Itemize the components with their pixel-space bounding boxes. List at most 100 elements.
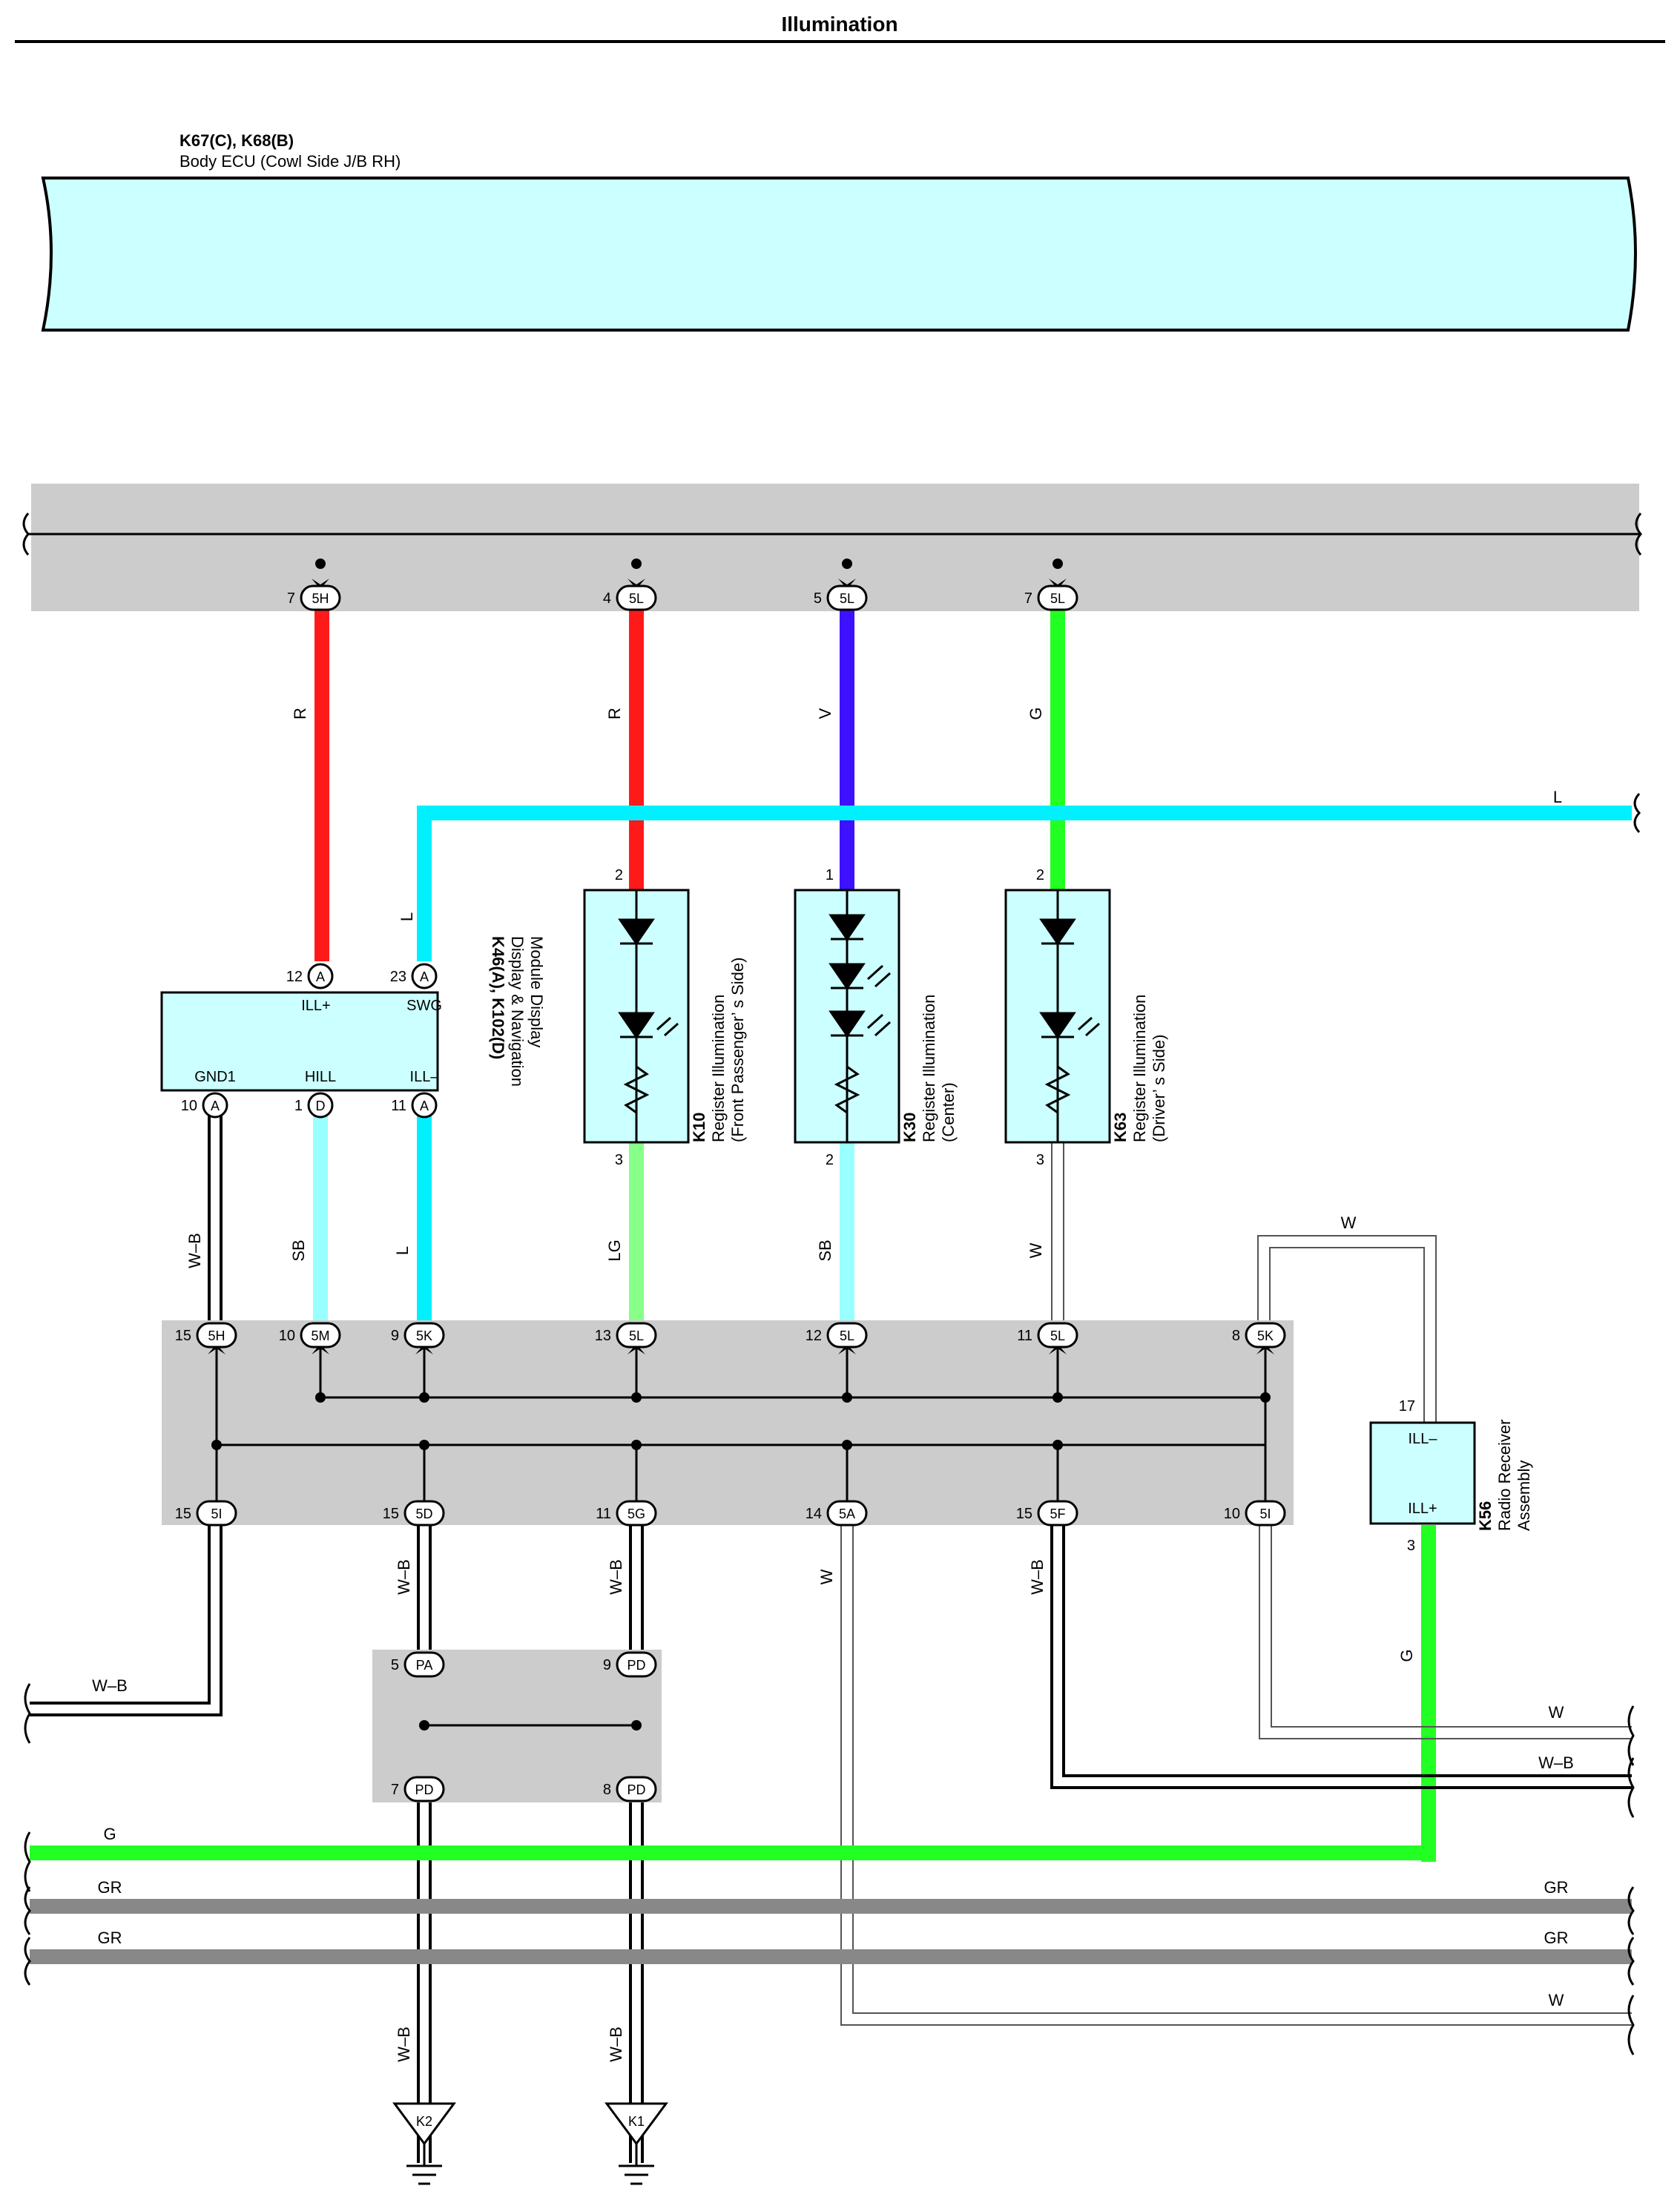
ground-k2-label: K2: [416, 2114, 432, 2129]
wire-label: W–B: [185, 1233, 204, 1268]
connector-circle: [411, 963, 438, 989]
connector-circle: [307, 963, 334, 989]
wire-v-k30: [840, 608, 854, 890]
pin-number: 10: [279, 1328, 295, 1344]
wire-label: V: [816, 708, 834, 719]
connector-pill: [1037, 584, 1078, 611]
display-module-box: [160, 991, 439, 1092]
wire-label: W–B: [1538, 1753, 1574, 1772]
connector-id: PD: [627, 1782, 645, 1797]
connector-id: 5I: [211, 1506, 222, 1521]
pin-label-ill-plus: ILL+: [301, 998, 330, 1014]
light-rays-icon: [866, 964, 892, 988]
pin-number: 9: [391, 1328, 399, 1344]
wire-label: W: [1549, 1703, 1564, 1722]
break-icon: [1635, 513, 1642, 556]
wire-label: R: [605, 708, 624, 719]
k30-pin-bottom: 2: [826, 1152, 834, 1168]
connector-pill: [1245, 1322, 1286, 1349]
break-icon: [1627, 1705, 1635, 1766]
pin-number: 11: [596, 1506, 611, 1522]
edge-breaks: [24, 1683, 1635, 2055]
connector-id: 5M: [311, 1328, 329, 1343]
connector-pill: [403, 1651, 445, 1678]
display-module-code: K46(A), K102(D): [489, 936, 507, 1059]
connector-id: 5H: [208, 1328, 225, 1343]
connector: PD8: [603, 1776, 657, 1802]
display-module-name-2: Module Display: [527, 936, 546, 1047]
connector-id: PD: [627, 1658, 645, 1673]
connector-pill: [403, 1322, 445, 1349]
connector-id: A: [420, 1099, 429, 1113]
radio-label-ill-plus: ILL+: [1408, 1501, 1437, 1517]
top-junction-block: [22, 484, 1642, 611]
connector-id: 5K: [416, 1328, 432, 1343]
k10-caption: K10 Register Illumination (Front Passeng…: [690, 958, 747, 1142]
k10-pin-top: 2: [615, 867, 623, 883]
body-ecu-box: [41, 177, 1637, 332]
ground-k2: K2: [392, 2102, 456, 2185]
junction-dot: [1053, 559, 1063, 569]
wire-label: GR: [1544, 1929, 1569, 1947]
k63-caption: K63 Register Illumination (Driver’ s Sid…: [1111, 995, 1168, 1142]
wire-label: W: [1549, 1991, 1564, 2009]
connector-pill: [826, 1322, 868, 1349]
connector-pill: [196, 1500, 237, 1527]
radio-pin-ill-plus: 3: [1407, 1538, 1415, 1554]
connector: 5K8: [1232, 1322, 1286, 1354]
display-pin: D1: [294, 1092, 334, 1119]
connector-pill: [1037, 1322, 1078, 1349]
connector-id: 5F: [1050, 1506, 1065, 1521]
wire-r-display: [314, 608, 329, 961]
wire-label: L: [393, 1246, 412, 1255]
junction-dot: [1053, 1392, 1063, 1403]
wire-l-horizontal: [417, 806, 1632, 961]
connector-pill: [196, 1322, 237, 1349]
wire-w-right: [1259, 1518, 1632, 1739]
k30-code: K30: [900, 1113, 919, 1142]
junction-dot: [842, 1440, 852, 1450]
connector-pill: [403, 1776, 445, 1802]
connector-id: A: [316, 969, 325, 984]
wire-label: W–B: [92, 1676, 128, 1695]
display-pin: A11: [391, 1092, 438, 1119]
pin-number: 5: [814, 590, 822, 607]
wire-label: W–B: [1028, 1559, 1047, 1595]
break-icon: [1627, 1757, 1635, 1818]
junction-dot: [1053, 1440, 1063, 1450]
connector-id: 5K: [1257, 1328, 1274, 1343]
wire-label: GR: [98, 1929, 122, 1947]
pin-number: 9: [603, 1657, 611, 1673]
wire-label: W: [817, 1569, 836, 1584]
ground-triangle-icon: [605, 2102, 668, 2146]
junction-dot: [631, 1392, 642, 1403]
pin-label-ill-minus: ILL–: [410, 1069, 440, 1085]
k10-code: K10: [690, 1113, 708, 1142]
pin-number: 7: [287, 590, 295, 607]
wire-g-k63: [1050, 608, 1065, 890]
light-rays-icon: [1078, 1016, 1100, 1037]
body-ecu: K67(C), K68(B) Body ECU (Cowl Side J/B R…: [41, 131, 1637, 332]
connector-pill: [1037, 1500, 1078, 1527]
wire-label: W–B: [395, 1559, 413, 1595]
wire-r-k10: [629, 608, 644, 890]
pin-number: 12: [806, 1328, 822, 1344]
k63-name-2: (Driver’ s Side): [1150, 1035, 1168, 1142]
connector-pill: [1245, 1500, 1286, 1527]
connector-pill: [300, 1322, 341, 1349]
wire-label: LG: [605, 1239, 624, 1261]
break-icon: [1633, 792, 1641, 834]
connector-id: 5A: [839, 1506, 855, 1521]
pin-number: 15: [383, 1506, 399, 1522]
radio-box: [1369, 1421, 1476, 1525]
junction-dot: [631, 1440, 642, 1450]
wire-label: G: [103, 1825, 116, 1843]
k30-components: [829, 890, 892, 1142]
